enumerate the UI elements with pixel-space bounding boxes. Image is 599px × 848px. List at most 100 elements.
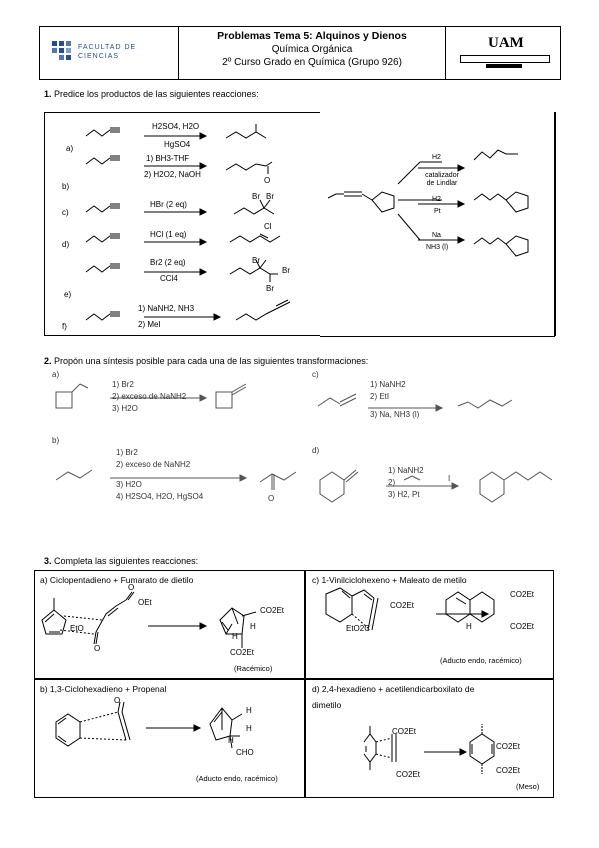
- q1-box: [44, 112, 556, 336]
- q3-a-oet: OEt: [138, 598, 152, 607]
- q3-a-title: a) Ciclopentadieno + Fumarato de dietilo: [40, 575, 194, 585]
- header-title-block: Problemas Tema 5: Alquinos y Dienos Quím…: [178, 27, 446, 79]
- q1-right-h2-top: H2: [432, 154, 441, 161]
- q2-structures: [55, 383, 553, 503]
- q2-b-step-4: 4) H2SO4, H2O, HgSO4: [116, 492, 204, 501]
- q1-number: 1.: [44, 89, 52, 99]
- q2-c-step-2: 2) EtI: [370, 392, 390, 401]
- q1-right-nh3: NH3 (l): [426, 244, 449, 251]
- q1-row-e-br5: Br: [266, 284, 274, 293]
- q3-b-note: (Aducto endo, racémico): [196, 774, 278, 783]
- q3-d-note: (Meso): [516, 782, 540, 791]
- q1-right-structures: [327, 149, 529, 257]
- q2-b-step-2: 2) exceso de NaNH2: [116, 460, 191, 469]
- q1-left-structures: [85, 124, 291, 321]
- q3-c-title: c) 1-Vinilciclohexeno + Maleato de metil…: [312, 575, 467, 585]
- q3-text: Completa las siguientes reacciones:: [54, 556, 199, 566]
- q3-number: 3.: [44, 556, 52, 566]
- q2-c-step-1: 1) NaNH2: [370, 380, 406, 389]
- q1-row-a-letter: a): [66, 144, 74, 153]
- q2-a-step-1: 1) Br2: [112, 380, 134, 389]
- q1-right-na: Na: [432, 232, 441, 239]
- q1-row-f-reagent-top: 1) NaNH2, NH3: [138, 304, 195, 313]
- uam-logo-bar: [460, 55, 550, 63]
- q3-cell-a: [34, 570, 306, 680]
- q2-heading: 2. Propón una síntesis posible para cada…: [44, 356, 368, 366]
- subject: Química Orgánica: [271, 44, 353, 55]
- q3-b-oxygen: O: [114, 696, 121, 705]
- q2-c-letter: c): [312, 370, 319, 379]
- q3-b-h3: H: [228, 736, 234, 745]
- q3-d-co2et4: CO2Et: [496, 766, 521, 775]
- q3-a-o2: O: [94, 644, 101, 653]
- q1-right-lindlar: catalizador de Lindlar: [425, 172, 459, 187]
- q2-b-step-3: 3) H2O: [116, 480, 142, 489]
- q3-a-note: (Racémico): [234, 664, 273, 673]
- q3-d-co2et1: CO2Et: [392, 727, 417, 736]
- q3-b-h1: H: [246, 706, 252, 715]
- faculty-logo: FACULTAD DE CIENCIAS: [50, 39, 170, 67]
- q3-cell-b: [34, 678, 306, 798]
- q1-row-e-br3: Br: [252, 256, 260, 265]
- q1-row-b-oxygen: O: [264, 176, 271, 185]
- q3-d-co2et2: CO2Et: [396, 770, 421, 779]
- q3-a-h1: H: [250, 622, 256, 631]
- q3-d-title-line2: dimetilo: [312, 700, 342, 710]
- q3-c-structures: [325, 587, 495, 631]
- faculty-logo-text: FACULTAD DE CIENCIAS: [78, 44, 137, 60]
- uam-logo-bar2: [486, 64, 522, 68]
- q1-row-d-letter: d): [62, 240, 70, 249]
- q3-a-o1: O: [128, 583, 135, 592]
- q1-heading: 1. Predice los productos de las siguient…: [44, 89, 259, 99]
- q1-row-c-letter: c): [62, 208, 69, 217]
- q3-c-co2et2: CO2Et: [510, 590, 535, 599]
- q3-a-co2et1: CO2Et: [260, 606, 285, 615]
- q1-row-c-reagent-top: HBr (2 eq): [150, 200, 187, 209]
- faculty-logo-icon: [52, 41, 71, 60]
- q3-a-eto: EtO: [70, 624, 84, 633]
- q2-c-step-3: 3) Na, NH3 (l): [370, 410, 420, 419]
- q3-a-h2: H: [232, 632, 238, 641]
- q3-b-h2: H: [246, 724, 252, 733]
- q1-text: Predice los productos de las siguientes …: [54, 89, 259, 99]
- q1-row-f-letter: f): [62, 322, 67, 331]
- q1-row-b-reagent-top: 1) BH3-THF: [146, 154, 190, 163]
- q1-row-f-reagent-bottom: 2) MeI: [138, 320, 161, 329]
- q2-b-oxygen: O: [268, 494, 275, 503]
- q2-a-step-3: 3) H2O: [112, 404, 138, 413]
- q3-c-co2et1: CO2Et: [390, 601, 415, 610]
- q2-d-step-1: 1) NaNH2: [388, 466, 424, 475]
- q1-row-c-cl: Cl: [264, 222, 272, 231]
- q3-d-title: d) 2,4-hexadieno + acetilendicarboxilato…: [312, 684, 475, 694]
- q3-c-h1: H: [466, 622, 472, 631]
- q3-c-co2et3: CO2Et: [510, 622, 535, 631]
- q1-right-h2-mid: H2: [432, 196, 441, 203]
- q2-d-step-2: 2): [388, 478, 396, 487]
- q3-d-structures: [363, 724, 495, 774]
- q3-b-structures: [55, 701, 243, 749]
- q3-a-co2et2: CO2Et: [230, 648, 255, 657]
- q1-row-a-reagent-bottom: HgSO4: [164, 140, 191, 149]
- q1-row-b-letter: b): [62, 182, 70, 191]
- q3-b-cho: CHO: [236, 748, 254, 757]
- q3-b-title: b) 1,3-Ciclohexadieno + Propenal: [40, 684, 167, 694]
- q3-heading: 3. Completa las siguientes reacciones:: [44, 556, 198, 566]
- q3-cell-d: [304, 678, 554, 798]
- q2-text: Propón una síntesis posible para cada un…: [54, 356, 369, 366]
- q1-row-d-reagent-top: HCl (1 eq): [150, 230, 187, 239]
- q2-a-letter: a): [52, 370, 60, 379]
- q2-d-step-3: 3) H2, Pt: [388, 490, 420, 499]
- q2-b-step-1: 1) Br2: [116, 448, 138, 457]
- q1-row-e-letter: e): [64, 290, 72, 299]
- page-title: Problemas Tema 5: Alquinos y Dienos: [217, 30, 407, 42]
- q1-row-e-reagent-top: Br2 (2 eq): [150, 258, 186, 267]
- q1-row-a-reagent-top: H2SO4, H2O: [152, 122, 200, 131]
- q2-d-letter: d): [312, 446, 320, 455]
- q2-a-step-2: 2) exceso de NaNH2: [112, 392, 187, 401]
- course: 2º Curso Grado en Química (Grupo 926): [222, 57, 402, 68]
- q2-number: 2.: [44, 356, 52, 366]
- header-box: FACULTAD DE CIENCIAS Problemas Tema 5: A…: [39, 26, 561, 80]
- q2-b-letter: b): [52, 436, 60, 445]
- q2-d-iodo: I: [448, 474, 451, 483]
- q1-right-pt: Pt: [434, 208, 441, 215]
